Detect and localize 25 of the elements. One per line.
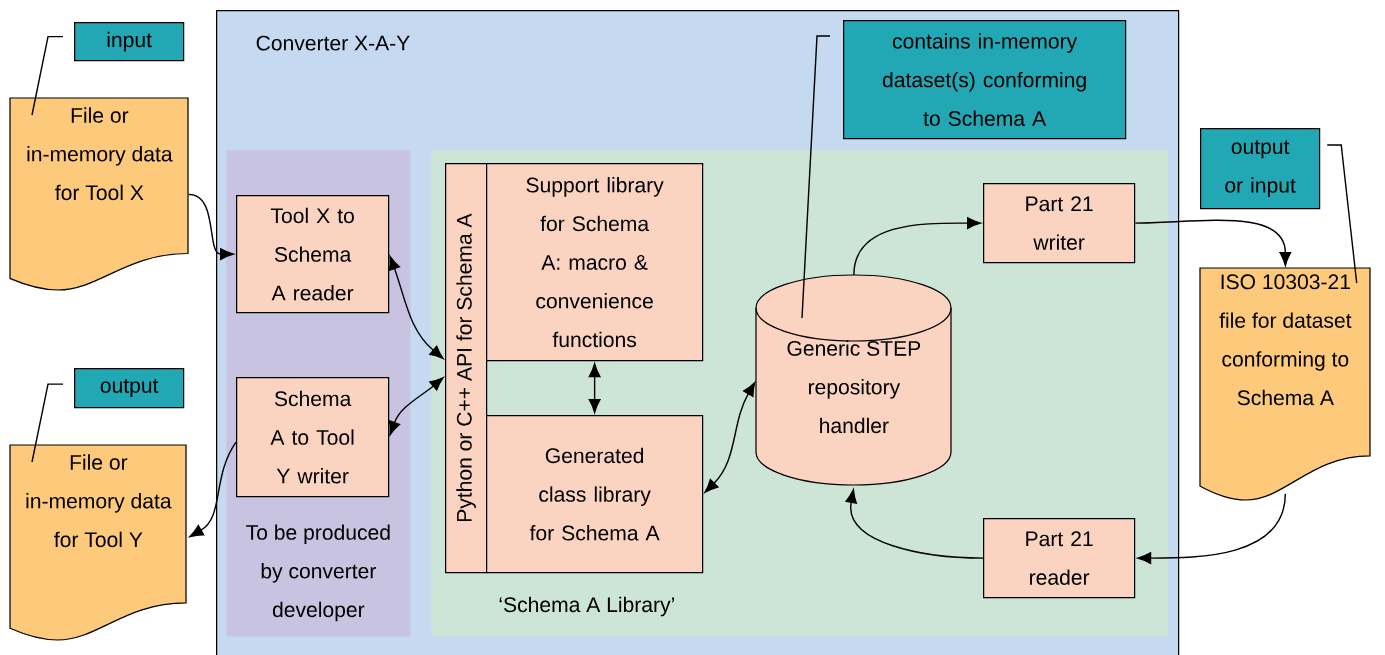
arrow [845, 489, 984, 559]
callout-box: output [74, 368, 185, 409]
leader-line [31, 383, 64, 463]
arrow [189, 441, 237, 538]
arrow [388, 377, 444, 436]
arrow [188, 193, 235, 261]
arrow [853, 217, 981, 276]
process-box: Generated class library for Schema A [486, 415, 704, 574]
process-box: Schema A to Tool Y writer [236, 377, 390, 498]
process-box: Part 21 reader [983, 518, 1136, 599]
callout-box: contains in-memory dataset(s) conforming to Schema A [843, 20, 1127, 140]
leader-line [801, 35, 831, 319]
callout-box: output or input [1200, 128, 1321, 210]
process-box: Tool X to Schema A reader [236, 195, 390, 314]
arrow [704, 381, 756, 493]
arrow [1134, 219, 1292, 266]
callout-box: input [74, 22, 185, 62]
api-bar: Python or C++ API for Schema A [445, 163, 488, 574]
leader-line [31, 35, 64, 116]
repository-cylinder: Generic STEP repository handler [755, 274, 952, 486]
arrow [588, 363, 601, 413]
arrow [1137, 493, 1287, 565]
leader-line [1326, 144, 1358, 284]
arrow [388, 255, 444, 360]
process-box: Part 21 writer [983, 183, 1136, 264]
